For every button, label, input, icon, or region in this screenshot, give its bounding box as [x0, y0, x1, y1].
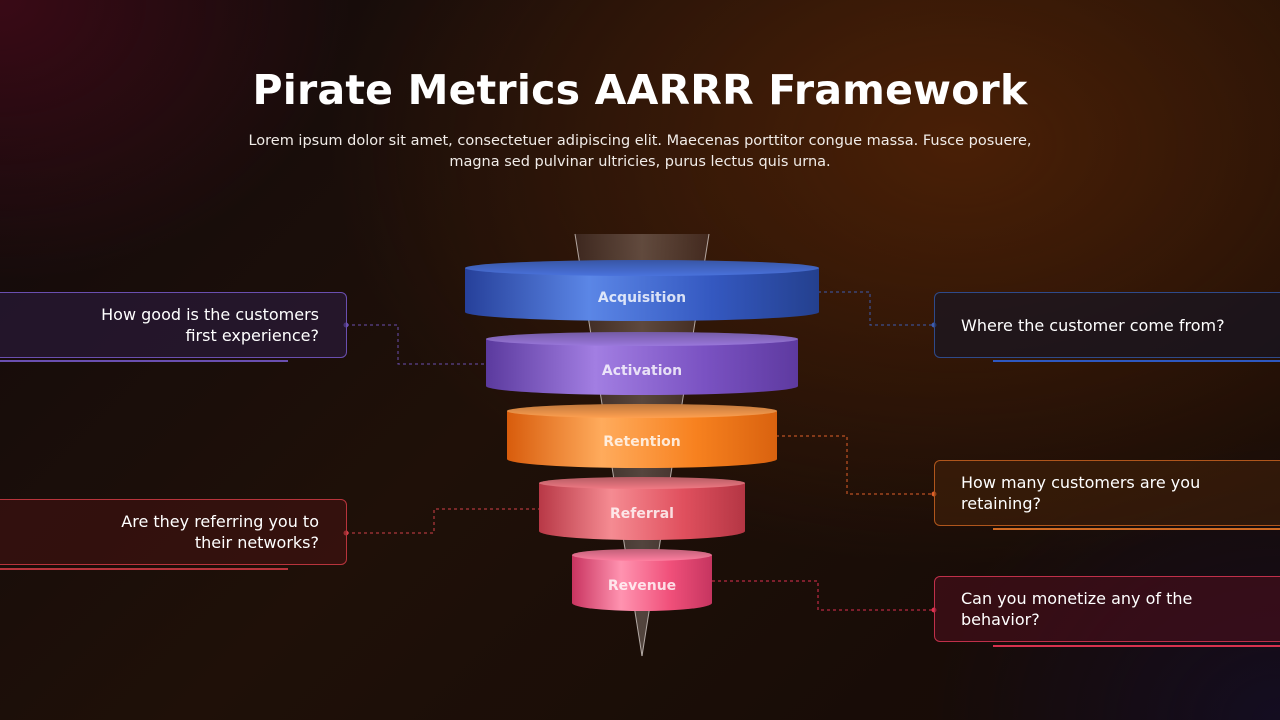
question-box-activation: How good is the customers first experien…	[0, 292, 347, 358]
funnel-ring-activation	[486, 332, 798, 395]
funnel-ring-acquisition	[465, 260, 819, 321]
question-underline-retention	[993, 528, 1280, 530]
stage-label-retention: Retention	[603, 434, 681, 450]
question-text-retention: How many customers are you retaining?	[961, 473, 1201, 513]
connector-activation	[343, 322, 488, 365]
stage-label-acquisition: Acquisition	[597, 290, 687, 306]
question-text-activation: How good is the customers first experien…	[101, 305, 319, 345]
question-text-referral: Are they referring you to their networks…	[121, 512, 319, 552]
question-underline-revenue	[993, 645, 1280, 647]
stage-label-revenue: Revenue	[607, 578, 677, 594]
question-text-acquisition: Where the customer come from?	[961, 315, 1225, 335]
stage-label-referral: Referral	[610, 506, 674, 522]
funnel-ring-revenue	[572, 549, 712, 611]
funnel-ring-referral	[539, 477, 745, 540]
connector-referral	[343, 508, 540, 536]
page-subtitle: Lorem ipsum dolor sit amet, consectetuer…	[248, 133, 1032, 170]
question-box-acquisition: Where the customer come from?	[934, 292, 1280, 358]
connector-acquisition	[818, 291, 937, 328]
stage-label-activation: Activation	[601, 363, 683, 379]
connector-retention	[776, 435, 937, 497]
funnel-ring-retention	[507, 404, 777, 468]
question-underline-acquisition	[993, 360, 1280, 362]
page-title: Pirate Metrics AARRR Framework	[252, 66, 1028, 114]
question-text-revenue: Can you monetize any of the behavior?	[961, 589, 1193, 629]
question-underline-referral	[0, 568, 288, 570]
question-box-retention: How many customers are you retaining?	[934, 460, 1280, 526]
question-box-referral: Are they referring you to their networks…	[0, 499, 347, 565]
question-box-revenue: Can you monetize any of the behavior?	[934, 576, 1280, 642]
connector-revenue	[712, 580, 937, 613]
question-underline-activation	[0, 360, 288, 362]
